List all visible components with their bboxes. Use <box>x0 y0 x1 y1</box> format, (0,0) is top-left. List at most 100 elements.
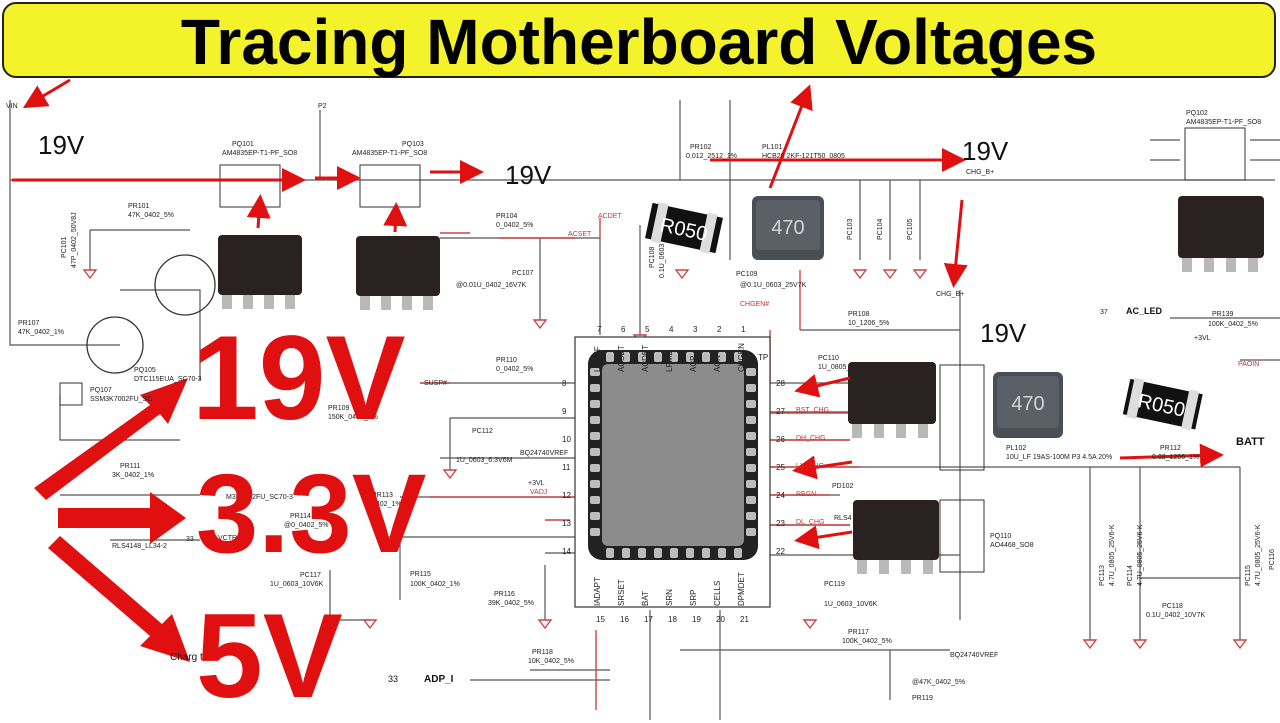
ic-pad <box>590 400 600 408</box>
net-adp: ADP_I <box>424 674 454 685</box>
ic-pin-number: 6 <box>621 325 626 334</box>
ic-pin-number: 25 <box>776 463 785 472</box>
svg-text:10K_0402_5%: 10K_0402_5% <box>528 658 574 665</box>
ic-net-label: BST_CHG <box>796 407 829 414</box>
ic-pin-number: 22 <box>776 547 785 556</box>
sense-resistor-1: R050 <box>645 202 723 254</box>
svg-text:PR139: PR139 <box>1212 311 1234 318</box>
transistor-pq107-symbol <box>86 316 144 374</box>
ic-pin-number: 27 <box>776 407 785 416</box>
ic-pad <box>734 548 742 558</box>
svg-text:@47K_0402_5%: @47K_0402_5% <box>912 679 965 686</box>
inductor-2: 470 <box>993 372 1063 438</box>
mosfet-high-side-symbol <box>939 364 985 471</box>
svg-text:4.7U_0805_25V6-K: 4.7U_0805_25V6-K <box>1137 524 1144 586</box>
svg-text:0.02_1206_1%: 0.02_1206_1% <box>1152 454 1199 461</box>
ic-pin-number: 16 <box>620 615 629 624</box>
title-banner: Tracing Motherboard Voltages <box>2 2 1276 78</box>
svg-text:PR114: PR114 <box>290 513 311 520</box>
rail-label-19v-mid: 19V <box>505 160 552 190</box>
svg-text:PC113: PC113 <box>1099 565 1106 586</box>
net-acdet: ACDET <box>598 213 622 220</box>
svg-text:0402_1%: 0402_1% <box>372 501 402 508</box>
ic-pad <box>606 548 614 558</box>
svg-text:4.7U_0805_25V6-K: 4.7U_0805_25V6-K <box>1255 524 1262 586</box>
ic-pad <box>590 448 600 456</box>
ic-pin-number: 26 <box>776 435 785 444</box>
svg-text:PQ101: PQ101 <box>232 141 254 148</box>
ic-pin-label: SRP <box>689 590 698 606</box>
net-paoin: PAOIN <box>1238 361 1259 368</box>
ic-pad <box>702 352 710 362</box>
so8-chip-5 <box>1178 196 1264 272</box>
net-ac-led: AC_LED <box>1126 306 1163 316</box>
ic-tp-label: TP <box>758 353 768 362</box>
svg-text:PR104: PR104 <box>496 213 518 220</box>
svg-text:SSM3K7002FU_SC: SSM3K7002FU_SC <box>90 396 152 403</box>
svg-text:PC114: PC114 <box>1127 565 1134 586</box>
ic-pin-number: 10 <box>562 435 571 444</box>
svg-text:PR108: PR108 <box>848 311 870 318</box>
ic-pin-label: SRSET <box>617 579 626 606</box>
svg-text:PQ110: PQ110 <box>990 533 1011 540</box>
svg-text:100K_0402_5%: 100K_0402_5% <box>842 638 892 645</box>
ic-pad <box>746 480 756 488</box>
svg-text:PR113: PR113 <box>372 492 393 499</box>
ic-pin-number: 20 <box>716 615 725 624</box>
ic-pin-number: 28 <box>776 379 785 388</box>
ic-pad <box>590 384 600 392</box>
svg-text:HCB20 2KF-121T50_0805: HCB20 2KF-121T50_0805 <box>762 153 845 160</box>
svg-text:PR102: PR102 <box>690 144 712 151</box>
ic-pin-label: CELLS <box>713 581 722 606</box>
rail-label-19v-right: 19V <box>962 136 1009 166</box>
ground-symbols <box>82 269 1248 650</box>
svg-text:100K_0402_5%: 100K_0402_5% <box>1208 321 1258 328</box>
svg-text:100K_0402_1%: 100K_0402_1% <box>410 581 460 588</box>
part-labels: PQ101 AM4835EP-T1-PF_SO8 PQ103 AM4835EP-… <box>18 110 1276 702</box>
ic-pad <box>654 352 662 362</box>
ic-pin-number: 12 <box>562 491 571 500</box>
ic-pad <box>590 528 600 536</box>
so8-chip-4 <box>853 500 939 574</box>
svg-text:0.012_2512_1%: 0.012_2512_1% <box>686 153 737 160</box>
svg-text:10_1206_5%: 10_1206_5% <box>848 320 889 327</box>
net-chg-b-mid: CHG_B+ <box>936 291 964 298</box>
svg-text:1U_0603_10V6K: 1U_0603_10V6K <box>270 581 324 588</box>
svg-text:1U_0603_6.3V6M: 1U_0603_6.3V6M <box>456 457 513 464</box>
ic-pad <box>746 384 756 392</box>
svg-text:4.7U_0805_25V6-K: 4.7U_0805_25V6-K <box>1109 524 1116 586</box>
svg-text:PC109: PC109 <box>736 271 758 278</box>
svg-text:PR118: PR118 <box>532 649 553 656</box>
ic-pad <box>746 512 756 520</box>
net-bq-vref-2: BQ24740VREF <box>950 652 998 659</box>
ic-pad <box>590 480 600 488</box>
inductor-2-mark: 470 <box>1011 393 1044 415</box>
ic-pin-number: 19 <box>692 615 701 624</box>
svg-text:PD102: PD102 <box>832 483 854 490</box>
ic-pin-number: 15 <box>596 615 605 624</box>
svg-text:1U_0603_10V6K: 1U_0603_10V6K <box>824 601 878 608</box>
svg-text:PC115: PC115 <box>1245 565 1252 586</box>
so8-chip-2 <box>356 236 440 310</box>
svg-text:DTC115EUA_SC70-3: DTC115EUA_SC70-3 <box>134 376 202 383</box>
ic-pin-number: 24 <box>776 491 785 500</box>
svg-text:0_0402_5%: 0_0402_5% <box>496 366 533 373</box>
rail-arrows <box>34 378 190 662</box>
ic-pad <box>686 548 694 558</box>
ic-pin-number: 11 <box>562 463 571 472</box>
svg-text:RLS4148_LL34-2: RLS4148_LL34-2 <box>112 543 167 550</box>
big-label-3-3v: 3.3V <box>196 451 427 576</box>
schematic-diagram: 470 470 R050 R050 <box>6 78 1280 720</box>
big-label-5v: 5V <box>196 589 343 723</box>
svg-text:3K_0402_1%: 3K_0402_1% <box>112 472 154 479</box>
ic-pin-number: 14 <box>562 547 571 556</box>
svg-text:AM4835EP-T1-PF_SO8: AM4835EP-T1-PF_SO8 <box>1186 119 1261 126</box>
ic-pad <box>746 400 756 408</box>
net-33a: 33 <box>186 536 194 543</box>
ic-pad <box>622 352 630 362</box>
svg-text:PR115: PR115 <box>410 571 431 578</box>
ic-pin-number: 13 <box>562 519 571 528</box>
so8-chip-1 <box>218 235 302 309</box>
